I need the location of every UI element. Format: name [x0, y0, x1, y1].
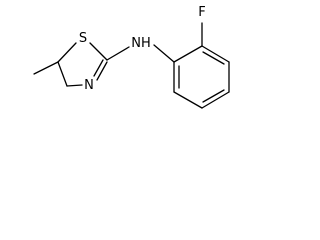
bond-ph-2	[201, 45, 230, 63]
atom-labels: F NH S N	[79, 5, 206, 93]
structure-diagram: F NH S N	[33, 5, 230, 109]
ring-nitrogen-label: N	[84, 78, 94, 93]
bond-c4-c5	[57, 61, 68, 87]
bond-n3-c4	[66, 84, 83, 87]
amine-label: NH	[131, 36, 151, 51]
bond-c2-nh	[106, 46, 130, 61]
bond-ph-inner-1	[202, 51, 225, 65]
bond-c5-s	[57, 42, 77, 63]
bond-ph-5	[173, 91, 203, 109]
bond-methyl	[33, 61, 59, 75]
bond-ph-4	[201, 91, 230, 109]
bond-nh-phenyl	[153, 44, 175, 63]
bond-c2-n3-double	[93, 59, 104, 77]
bond-s-c2	[89, 42, 108, 61]
bond-c2-n3	[96, 61, 108, 81]
bonds	[33, 22, 230, 109]
fluorine-label: F	[198, 5, 205, 20]
bond-ph-1	[173, 45, 203, 63]
bond-ph-inner-2	[202, 89, 225, 103]
sulfur-label: S	[79, 31, 87, 46]
